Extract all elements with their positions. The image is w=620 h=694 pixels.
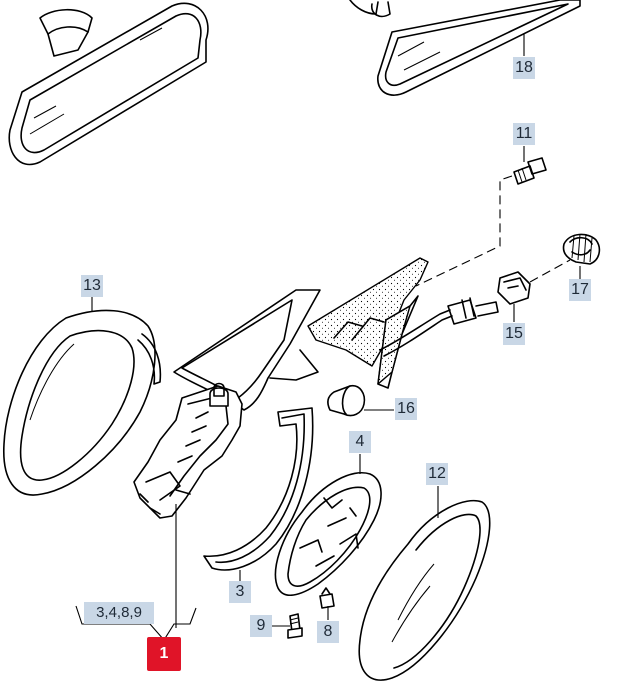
callout-3-4-8-9[interactable]: 3,4,8,9	[84, 602, 154, 624]
callout-4[interactable]: 4	[349, 431, 371, 453]
callout-15[interactable]: 15	[503, 323, 525, 345]
interior-mirror-right[interactable]	[349, 0, 581, 96]
screw-9[interactable]	[287, 613, 303, 639]
callout-18[interactable]: 18	[513, 57, 535, 79]
adjuster-cap[interactable]	[562, 233, 601, 265]
callout-11[interactable]: 11	[513, 123, 535, 145]
clip-8[interactable]	[319, 587, 335, 609]
triangle-trim-panel[interactable]	[307, 257, 429, 389]
callout-16[interactable]: 16	[395, 398, 417, 420]
adjuster-cable	[379, 297, 499, 357]
callout-17[interactable]: 17	[569, 279, 591, 301]
trim-strip[interactable]	[203, 407, 314, 571]
callout-1-main-assembly[interactable]: 1	[147, 637, 181, 671]
mirror-glass[interactable]	[358, 500, 491, 681]
interior-mirror-left[interactable]	[8, 2, 209, 166]
callout-8[interactable]: 8	[317, 621, 339, 643]
callout-12[interactable]: 12	[426, 463, 448, 485]
housing-lower-part[interactable]	[274, 472, 382, 596]
callout-9[interactable]: 9	[250, 615, 272, 637]
callout-13[interactable]: 13	[81, 275, 103, 297]
connector-16[interactable]	[327, 384, 366, 417]
mirror-base-housing[interactable]	[173, 289, 321, 411]
mirror-housing-cap[interactable]	[3, 309, 162, 496]
mirror-bracket-assembly[interactable]	[133, 382, 243, 519]
screw-11[interactable]	[513, 157, 547, 185]
adjuster-nut[interactable]	[497, 271, 531, 305]
callout-3[interactable]: 3	[229, 581, 251, 603]
